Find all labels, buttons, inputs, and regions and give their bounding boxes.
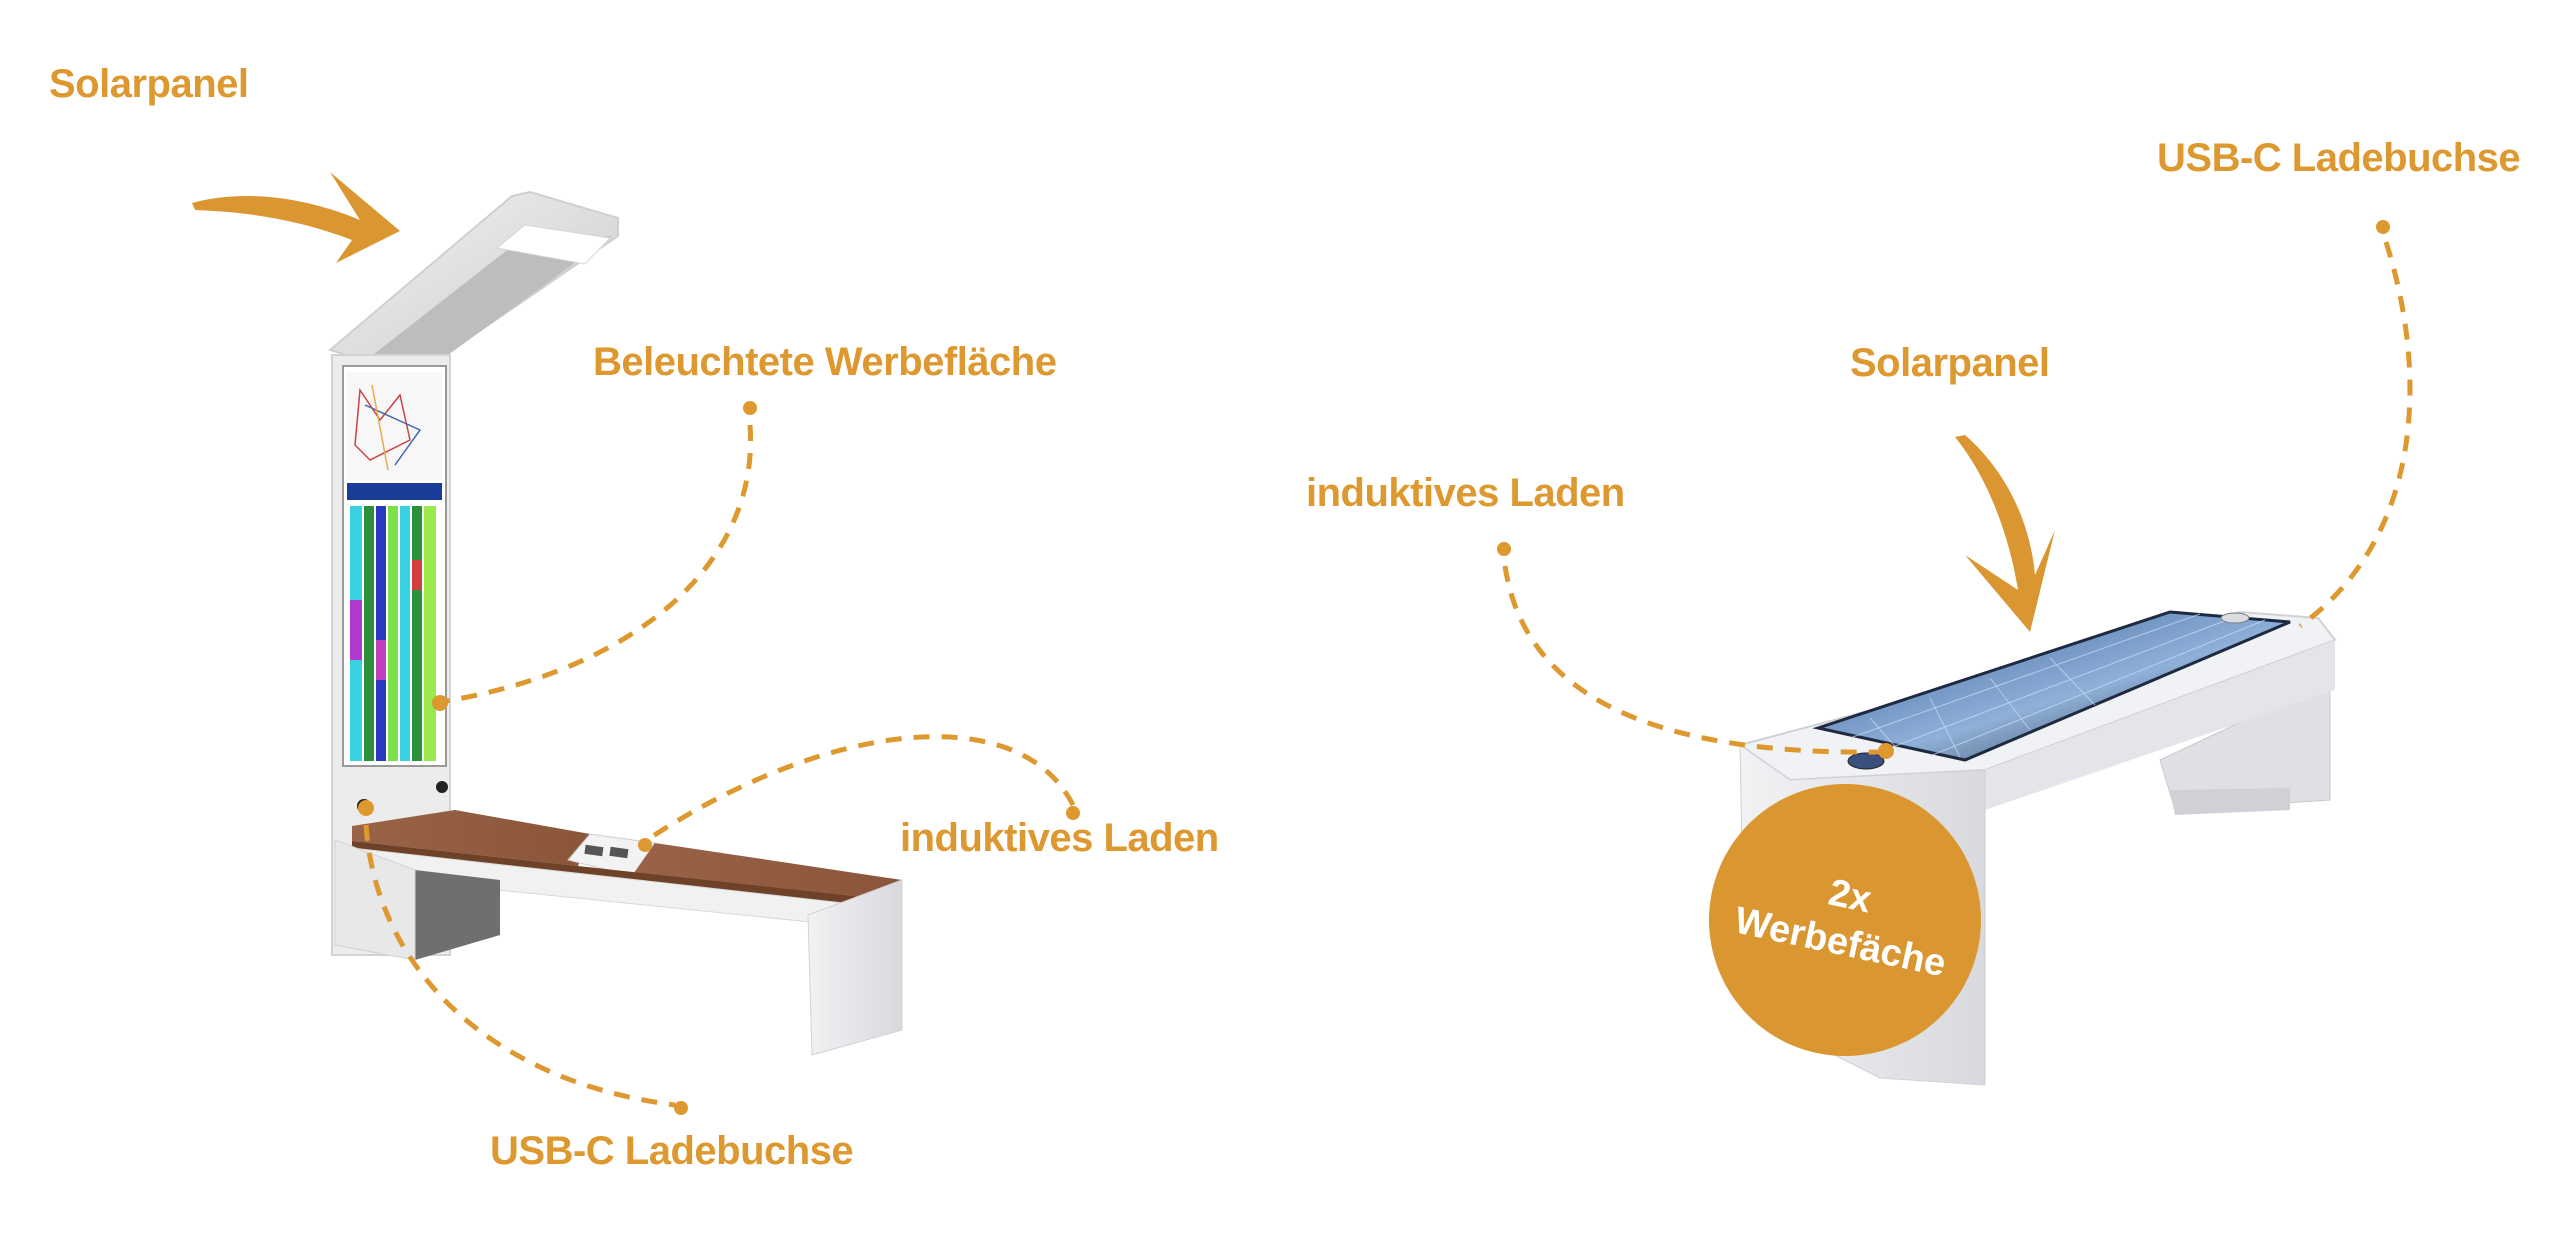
- label-usb-right: USB-C Ladebuchse: [2157, 136, 2521, 180]
- badge-text: 2x Werbefäche: [1684, 759, 2007, 1082]
- left-bench-illustration: [327, 190, 903, 1056]
- inductive-charging-pad: [1847, 752, 1885, 770]
- callout-line-illuminated-ad: [439, 424, 754, 705]
- solar-cell-grid: [1849, 613, 2266, 758]
- callout-line-inductive-right: [1502, 565, 1881, 755]
- right-bench-front-face: [1985, 640, 2335, 810]
- illuminated-ad-display: [342, 365, 447, 767]
- callout-dot: [674, 1101, 688, 1115]
- callout-lines: [363, 241, 2413, 1108]
- ad-surface-badge: 2x Werbefäche: [1709, 784, 1981, 1056]
- hand-drawn-arrow-right-icon: [192, 172, 400, 263]
- right-leg: [807, 879, 903, 1056]
- callout-dot: [743, 401, 757, 415]
- seat-wood-left: [352, 810, 590, 866]
- label-inductive-left: induktives Laden: [900, 816, 1219, 860]
- callout-dot: [2376, 220, 2390, 234]
- left-leg-recess: [415, 870, 500, 960]
- callout-line-usb-left: [363, 824, 676, 1108]
- label-solarpanel-right: Solarpanel: [1850, 341, 2050, 385]
- callout-dot: [638, 838, 652, 852]
- usb-charging-port: [2220, 612, 2250, 624]
- badge-count: 2x: [1825, 871, 1876, 921]
- callout-dot: [432, 695, 448, 711]
- callout-dot: [1497, 542, 1511, 556]
- lamp-light-panel: [495, 224, 612, 265]
- left-leg: [334, 839, 416, 961]
- lamp-arm-underside: [360, 236, 612, 368]
- label-solarpanel-left: Solarpanel: [49, 62, 249, 106]
- label-usb-left: USB-C Ladebuchse: [490, 1129, 854, 1173]
- speaker-port: [436, 781, 448, 793]
- callout-dot: [1066, 806, 1080, 820]
- callout-dot: [1878, 743, 1894, 759]
- callout-dots: [358, 220, 2390, 1115]
- callout-line-usb-right: [2298, 241, 2413, 629]
- label-inductive-right: induktives Laden: [1306, 471, 1625, 515]
- hand-drawn-arrow-down-icon: [1955, 435, 2055, 632]
- seat-edge: [352, 841, 888, 908]
- callout-dot: [358, 800, 374, 816]
- label-illuminated-ad: Beleuchtete Werbefläche: [593, 340, 1057, 384]
